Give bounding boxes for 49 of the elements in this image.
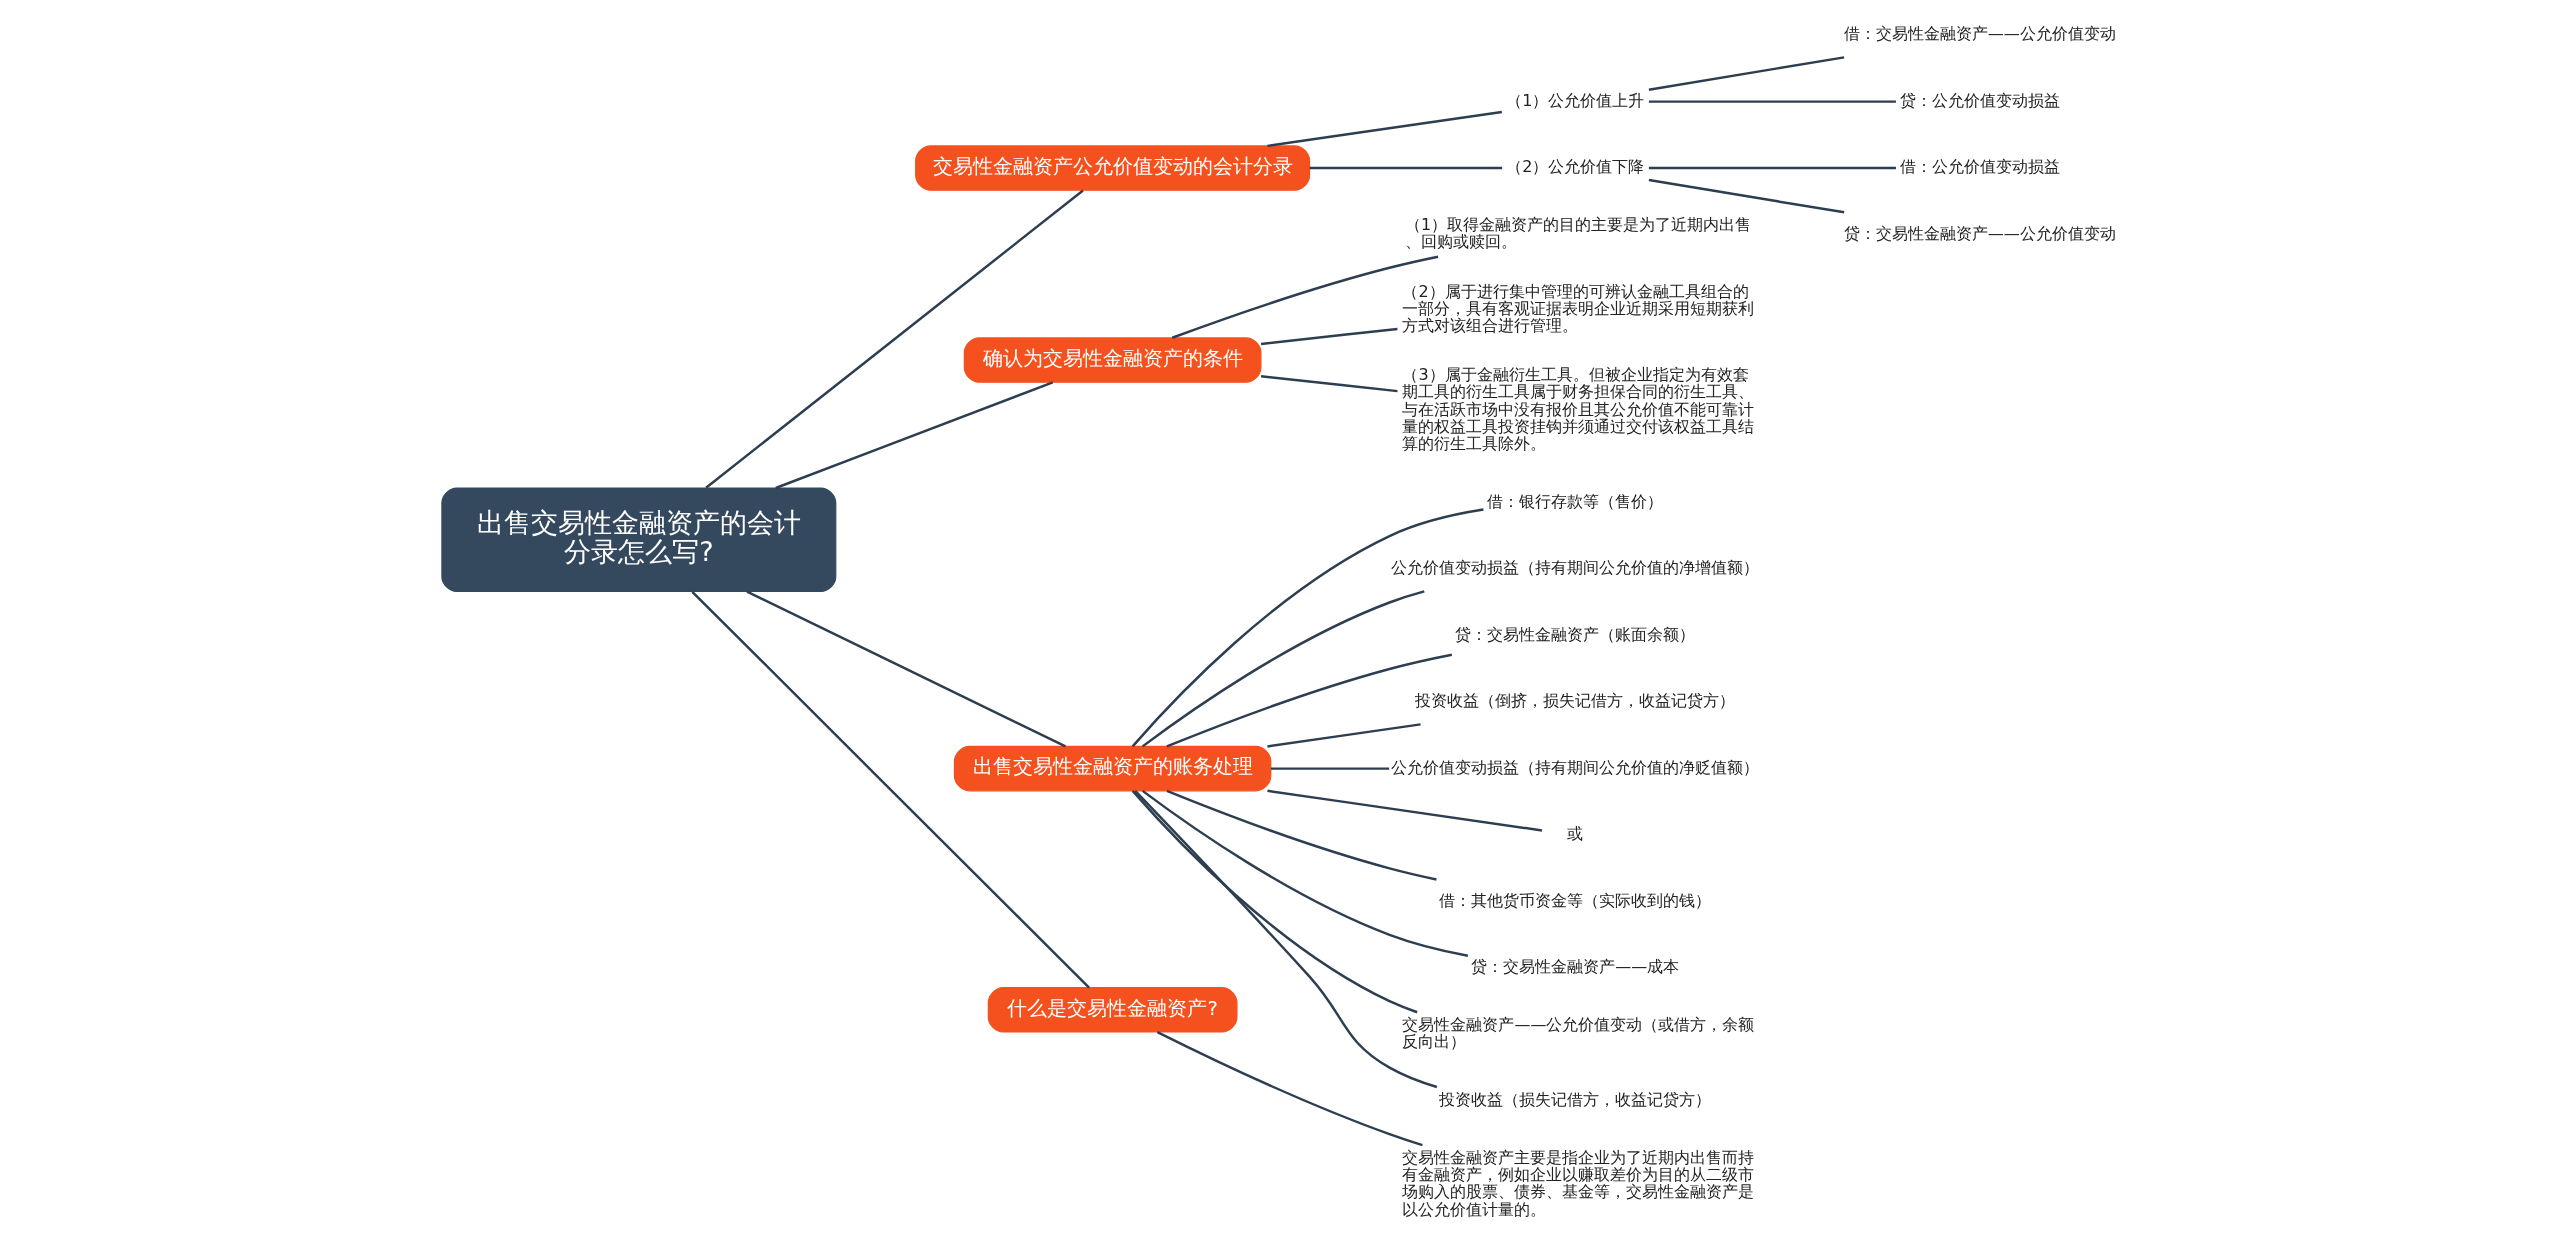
node-text: （1）取得金融资产的目的主要是为了近期内出售、回购或赎回。 (1404, 215, 1752, 252)
node-text: （2）公允价值下降 (1506, 157, 1645, 177)
node-box: 什么是交易性金融资产? (987, 987, 1238, 1033)
connector (1648, 100, 1896, 103)
node-text: 贷：交易性金融资产——公允价值变动 (1843, 223, 2116, 243)
node-text: 借：交易性金融资产——公允价值变动 (1843, 24, 2116, 44)
node-box: 出售交易性金融资产的账务处理 (953, 745, 1272, 792)
node-box: 出售交易性金融资产的会计分录怎么写? (441, 487, 837, 593)
connector (1141, 789, 1469, 957)
connector (1648, 166, 1896, 170)
node-text: 投资收益（倒挤，损失记借方，收益记贷方） (1415, 691, 1736, 711)
connector (1171, 255, 1439, 339)
node-text: 贷：公允价值变动损益 (1899, 90, 2060, 110)
connector (1156, 1030, 1423, 1147)
connector (1260, 327, 1398, 346)
connector (1131, 790, 1418, 1014)
node-text: （2）属于进行集中管理的可辨认金融工具组合的一部分，具有客观证据表明企业近期采用短期获利方式对该组合进行管理。 (1402, 281, 1755, 336)
connector (705, 189, 1084, 489)
connector (1309, 166, 1503, 170)
node-text: （3）属于金融衍生工具。但被企业指定为有效套期工具的衍生工具属于财务担保合同的衍生工具、与在活跃市场中没有报价且其公允价值不能可靠计量的权益工具投资挂钩并须通过交付该权益工具结算的衍生工具除外。 (1402, 365, 1755, 454)
connector (1648, 56, 1845, 91)
node-text: 公允价值变动损益（持有期间公允价值的净贬值额） (1391, 757, 1760, 777)
node-text: （1）公允价值上升 (1506, 90, 1645, 110)
connector (1166, 789, 1437, 881)
connector (1260, 374, 1398, 393)
connector (1648, 178, 1845, 214)
connector (691, 590, 1090, 989)
node-text: 贷：交易性金融资产——成本 (1471, 957, 1680, 977)
node-text: 交易性金融资产——公允价值变动（或借方，余额反向出） (1402, 1015, 1755, 1052)
connector (1267, 110, 1502, 148)
node-text: 借：公允价值变动损益 (1899, 157, 2060, 177)
connector (1131, 508, 1484, 748)
connector (775, 381, 1054, 490)
node-text: 公允价值变动损益（持有期间公允价值的净增值额） (1391, 558, 1760, 578)
connector (1141, 590, 1425, 748)
connector (1267, 723, 1421, 748)
node-box: 交易性金融资产公允价值变动的会计分录 (915, 145, 1311, 191)
connector (1267, 789, 1543, 832)
node-text: 或 (1567, 824, 1584, 844)
node-text: 投资收益（损失记借方，收益记贷方） (1439, 1090, 1712, 1110)
connector (1134, 790, 1438, 1089)
connector (746, 590, 1066, 748)
node-text: 借：其他货币资金等（实际收到的钱） (1439, 890, 1712, 910)
node-text: 贷：交易性金融资产（账面余额） (1455, 624, 1696, 644)
node-text: 交易性金融资产主要是指企业为了近期内出售而持有金融资产，例如企业以赚取差价为目的从二级市场购入的股票、债券、基金等，交易性金融资产是以公允价值计量的。 (1402, 1147, 1755, 1219)
node-box: 确认为交易性金融资产的条件 (963, 337, 1262, 383)
node-text: 借：银行存款等（售价） (1487, 492, 1664, 511)
connector (1270, 767, 1390, 770)
connector (1166, 653, 1453, 748)
